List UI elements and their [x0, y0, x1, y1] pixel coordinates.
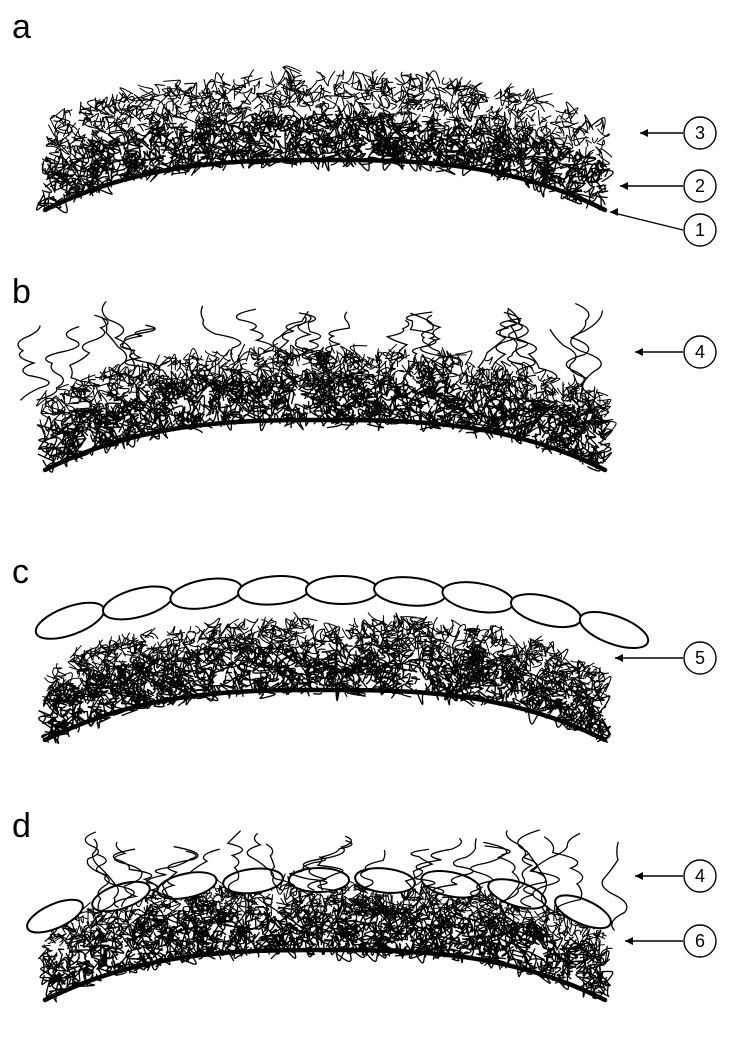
- callout-number: 3: [695, 123, 705, 143]
- arrowhead-icon: [635, 872, 643, 880]
- callout-number: 4: [695, 866, 705, 886]
- arrowhead-icon: [625, 937, 633, 945]
- arrowhead-icon: [610, 208, 618, 216]
- nanoparticle-disk: [306, 576, 378, 604]
- callout-number: 1: [695, 220, 705, 240]
- callout-arrow: [610, 212, 683, 230]
- panel-c: c5: [12, 553, 716, 743]
- panel-b: b4: [12, 273, 716, 472]
- callout-number: 5: [695, 648, 705, 668]
- arrowhead-icon: [635, 348, 643, 356]
- panel-d: d 4 6: [12, 807, 716, 1002]
- polymer-brush-strand: [504, 313, 556, 382]
- arrowhead-icon: [620, 182, 628, 190]
- nanoparticle-disk: [100, 580, 177, 626]
- nanoparticle-disk: [168, 574, 244, 614]
- arrowhead-icon: [615, 654, 623, 662]
- nanoparticle-disk: [31, 595, 108, 646]
- nanoparticle-disk: [237, 573, 311, 607]
- panel-letter: a: [12, 8, 31, 46]
- polymer-brush-strand: [123, 325, 160, 369]
- callout-number: 4: [695, 342, 705, 362]
- polymer-brush-strand: [120, 329, 154, 373]
- nanoparticle-disk: [508, 588, 585, 634]
- panel-letter: b: [12, 273, 31, 311]
- nanoparticle-disk: [440, 577, 516, 617]
- panel-a: a 3 2 1: [12, 8, 716, 246]
- panel-letter: c: [12, 553, 29, 591]
- arrowhead-icon: [640, 129, 648, 137]
- nanoparticle-disk: [575, 605, 652, 656]
- nanoparticle-disk: [373, 574, 447, 608]
- panel-letter: d: [12, 807, 31, 845]
- polymer-brush-strand: [18, 326, 49, 400]
- callout-number: 6: [695, 931, 705, 951]
- base-surface: [45, 690, 605, 740]
- polymer-brush-strand: [566, 304, 589, 389]
- callout-number: 2: [695, 176, 705, 196]
- polymer-brush-strand: [550, 330, 590, 395]
